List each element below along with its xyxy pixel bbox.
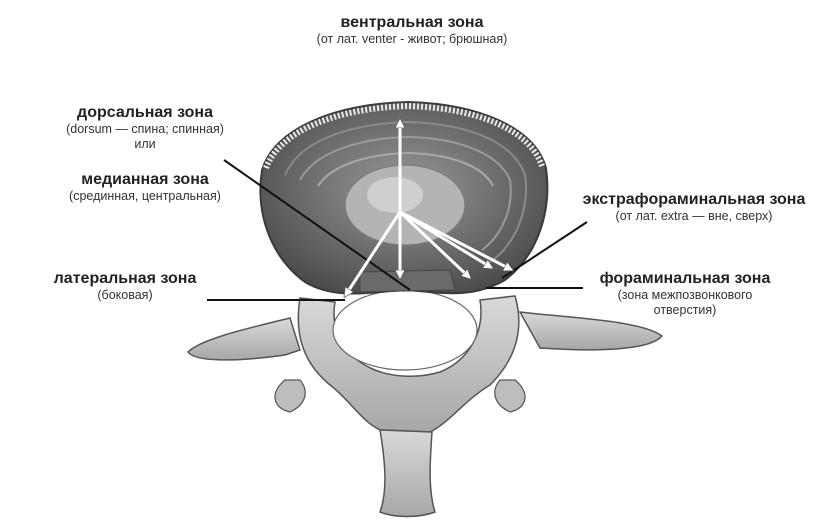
leader-lines	[207, 159, 588, 301]
label-extraforaminal-zone: экстрафораминальная зона (от лат. extra …	[580, 191, 808, 224]
label-lateral-zone: латеральная зона (боковая)	[45, 270, 205, 303]
label-foraminal-zone: фораминальная зона (зона межпозвонкового…	[585, 270, 785, 317]
ventral-zone-subtitle: (от лат. venter - живот; брюшная)	[316, 32, 508, 47]
label-ventral-zone: вентральная зона (от лат. venter - живот…	[292, 14, 532, 47]
extraforaminal-zone-title: экстрафораминальная зона	[582, 191, 806, 208]
zone-arrows	[345, 120, 512, 296]
dorsal-zone-subtitle: (dorsum — спина; спинная)	[66, 122, 224, 137]
label-median-zone: медианная зона (срединная, центральная)	[40, 171, 250, 204]
label-dorsal-zone: дорсальная зона (dorsum — спина; спинная…	[40, 104, 250, 151]
median-zone-title: медианная зона	[81, 171, 209, 188]
foraminal-zone-subtitle-2: отверстия)	[653, 302, 717, 317]
extraforaminal-zone-subtitle: (от лат. extra — вне, сверх)	[615, 209, 773, 224]
dorsal-zone-or: или	[134, 136, 156, 151]
dorsal-zone-title: дорсальная зона	[77, 104, 213, 121]
vertebral-arch	[187, 289, 664, 518]
foraminal-zone-subtitle-1: (зона межпозвонкового	[617, 288, 753, 303]
lateral-zone-subtitle: (боковая)	[97, 288, 153, 303]
lateral-zone-title: латеральная зона	[53, 270, 197, 287]
intervertebral-disc	[259, 100, 549, 295]
foraminal-zone-title: фораминальная зона	[599, 270, 771, 287]
median-zone-subtitle: (срединная, центральная)	[69, 189, 221, 204]
ventral-zone-title: вентральная зона	[340, 14, 484, 31]
